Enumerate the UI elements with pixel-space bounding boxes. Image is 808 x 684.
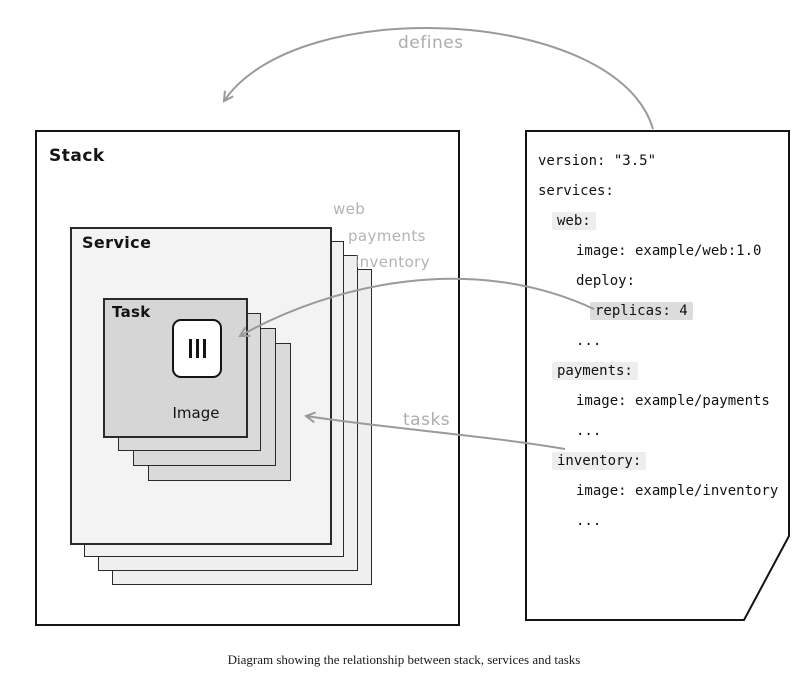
yaml-line-text: ... <box>576 423 602 439</box>
service-label: Service <box>82 233 152 252</box>
image-label: Image <box>172 404 220 422</box>
service-layer-label-payments: payments <box>348 227 426 245</box>
yaml-line: ... <box>538 416 788 446</box>
yaml-line: image: example/payments <box>538 386 788 416</box>
yaml-line: ... <box>538 506 788 536</box>
yaml-line-text: image: example/web:1.0 <box>576 243 762 259</box>
yaml-line: version: "3.5" <box>538 146 788 176</box>
yaml-line: image: example/web:1.0 <box>538 236 788 266</box>
figure-caption: Diagram showing the relationship between… <box>227 652 581 667</box>
defines-arrow-label: defines <box>398 33 464 53</box>
service-layer-label-web: web <box>333 200 366 218</box>
yaml-line-text: image: example/inventory <box>576 483 779 499</box>
container-image-icon <box>172 319 222 378</box>
yaml-line-text: ... <box>576 513 602 529</box>
yaml-line-text: payments: <box>552 362 638 380</box>
yaml-line-text: inventory: <box>552 452 647 470</box>
yaml-line: replicas: 4 <box>538 296 788 326</box>
yaml-line-text: services: <box>538 183 614 199</box>
yaml-line: services: <box>538 176 788 206</box>
yaml-line: deploy: <box>538 266 788 296</box>
yaml-line: inventory: <box>538 446 788 476</box>
task-label: Task <box>112 303 151 321</box>
yaml-line: ... <box>538 326 788 356</box>
service-layer-label-inventory: inventory <box>355 253 430 271</box>
yaml-line-text: ... <box>576 333 602 349</box>
yaml-line: web: <box>538 206 788 236</box>
yaml-line: payments: <box>538 356 788 386</box>
compose-file-text: version: "3.5" services: web: image: exampl… <box>538 146 788 536</box>
yaml-line-text: version: "3.5" <box>538 153 657 169</box>
image-bars-icon <box>174 321 220 376</box>
compose-document <box>525 130 790 621</box>
yaml-line-text: web: <box>552 212 596 230</box>
tasks-arrow-label: tasks <box>403 410 451 430</box>
yaml-line: image: example/inventory <box>538 476 788 506</box>
compose-document-outline <box>525 130 790 621</box>
stack-label: Stack <box>49 146 105 166</box>
yaml-line-text: image: example/payments <box>576 393 770 409</box>
yaml-line-text: replicas: 4 <box>590 302 693 320</box>
yaml-line-text: deploy: <box>576 273 636 289</box>
